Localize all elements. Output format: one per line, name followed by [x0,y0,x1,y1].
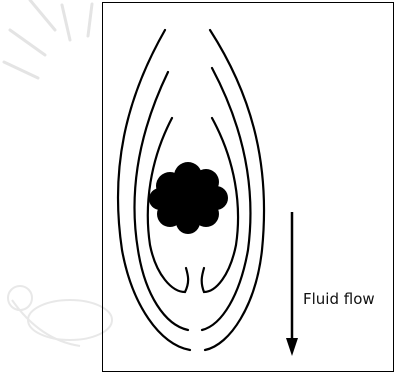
fluid-flow-label: Fluid flow [303,290,375,308]
down-arrow-icon [286,212,298,356]
blob-particle [149,162,228,234]
